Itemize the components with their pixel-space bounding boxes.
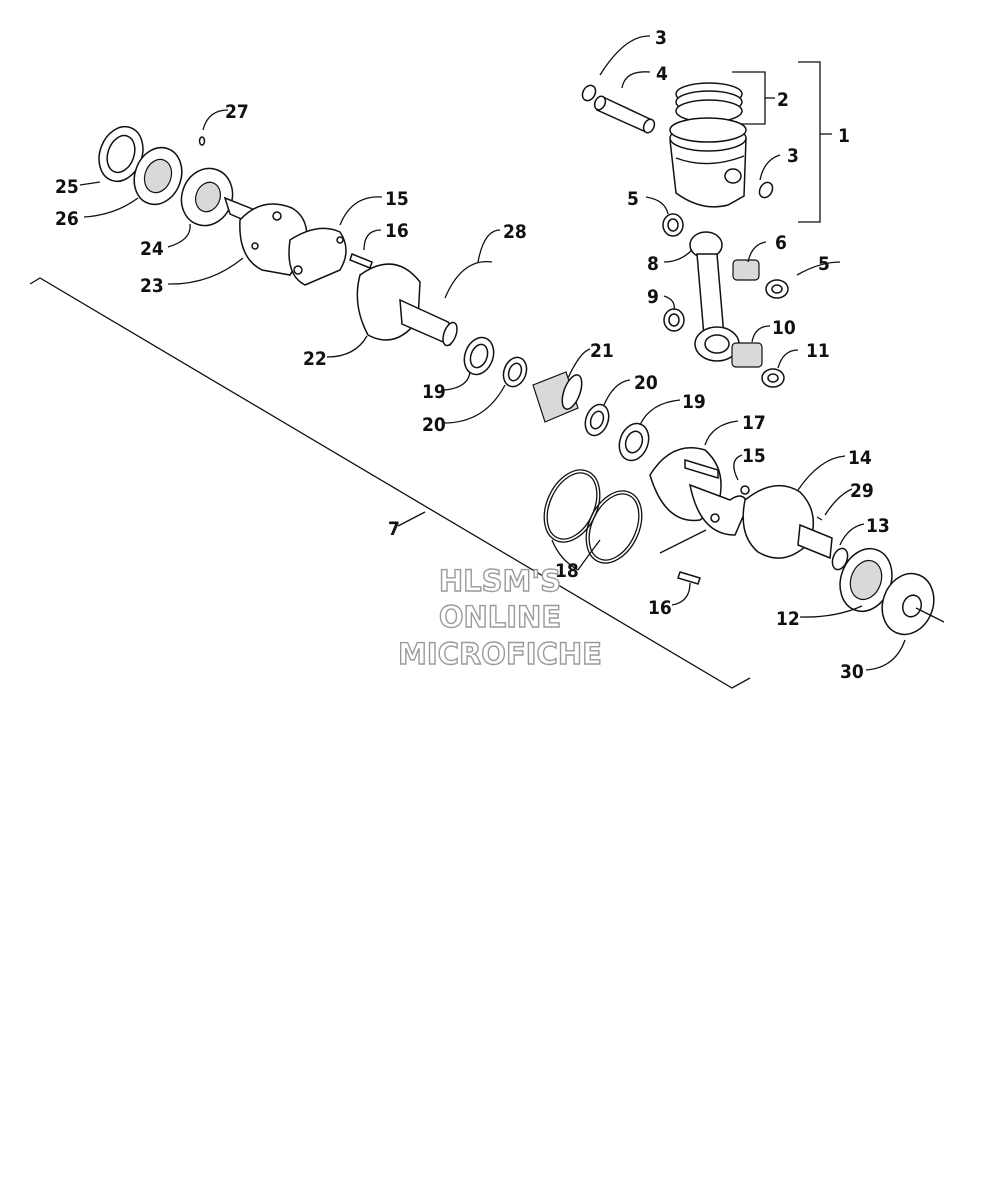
callout-12: 12 <box>776 608 800 630</box>
piston <box>669 117 747 208</box>
callout-9: 9 <box>647 286 659 308</box>
callout-11: 11 <box>806 340 830 362</box>
piston-rings <box>675 82 743 123</box>
callout-19: 19 <box>682 391 706 413</box>
callout-20: 20 <box>422 414 446 436</box>
callout-26: 26 <box>55 208 79 230</box>
callout-20: 20 <box>634 372 658 394</box>
washers-and-bearings <box>662 213 789 388</box>
callout-28: 28 <box>503 221 527 243</box>
watermark: HLSM'S ONLINE MICROFICHE <box>397 563 602 671</box>
callout-17: 17 <box>742 412 766 434</box>
callout-23: 23 <box>140 275 164 297</box>
callout-19: 19 <box>422 381 446 403</box>
right-bearing-and-seal <box>839 547 945 636</box>
callout-3: 3 <box>787 145 799 167</box>
snap-rings <box>543 469 643 564</box>
callout-7: 7 <box>388 518 400 540</box>
leader-lines <box>79 35 906 671</box>
callout-1: 1 <box>838 125 850 147</box>
callout-16: 16 <box>648 597 672 619</box>
callout-18: 18 <box>555 560 579 582</box>
callout-2: 2 <box>777 89 789 111</box>
callout-5: 5 <box>818 253 830 275</box>
callout-16: 16 <box>385 220 409 242</box>
callout-24: 24 <box>140 238 164 260</box>
callout-15: 15 <box>385 188 409 210</box>
callout-4: 4 <box>656 63 668 85</box>
center-bearing-parts <box>463 336 650 462</box>
callout-30: 30 <box>840 661 864 683</box>
callout-25: 25 <box>55 176 79 198</box>
callout-8: 8 <box>647 253 659 275</box>
piston-group <box>581 61 832 388</box>
callout-15: 15 <box>742 445 766 467</box>
svg-text:ONLINE: ONLINE <box>439 600 561 634</box>
callout-21: 21 <box>590 340 614 362</box>
svg-text:HLSM'S: HLSM'S <box>439 564 561 598</box>
circlip-icon <box>581 84 597 102</box>
right-crank-half <box>649 447 849 585</box>
callout-14: 14 <box>848 447 872 469</box>
left-crank-half <box>98 125 493 347</box>
callout-5: 5 <box>627 188 639 210</box>
callout-13: 13 <box>866 515 890 537</box>
callout-labels: 1 2 3 3 4 5 5 6 7 8 9 10 11 12 13 14 15 … <box>55 27 890 683</box>
crankshaft-assembly-bracket <box>29 277 751 689</box>
callout-29: 29 <box>850 480 874 502</box>
callout-22: 22 <box>303 348 327 370</box>
callout-3: 3 <box>655 27 667 49</box>
callout-6: 6 <box>775 232 787 254</box>
circlip-icon <box>758 181 774 199</box>
connecting-rod <box>689 231 740 362</box>
callout-10: 10 <box>772 317 796 339</box>
callout-27: 27 <box>225 101 249 123</box>
wrist-pin <box>593 95 656 134</box>
svg-text:MICROFICHE: MICROFICHE <box>398 637 602 671</box>
